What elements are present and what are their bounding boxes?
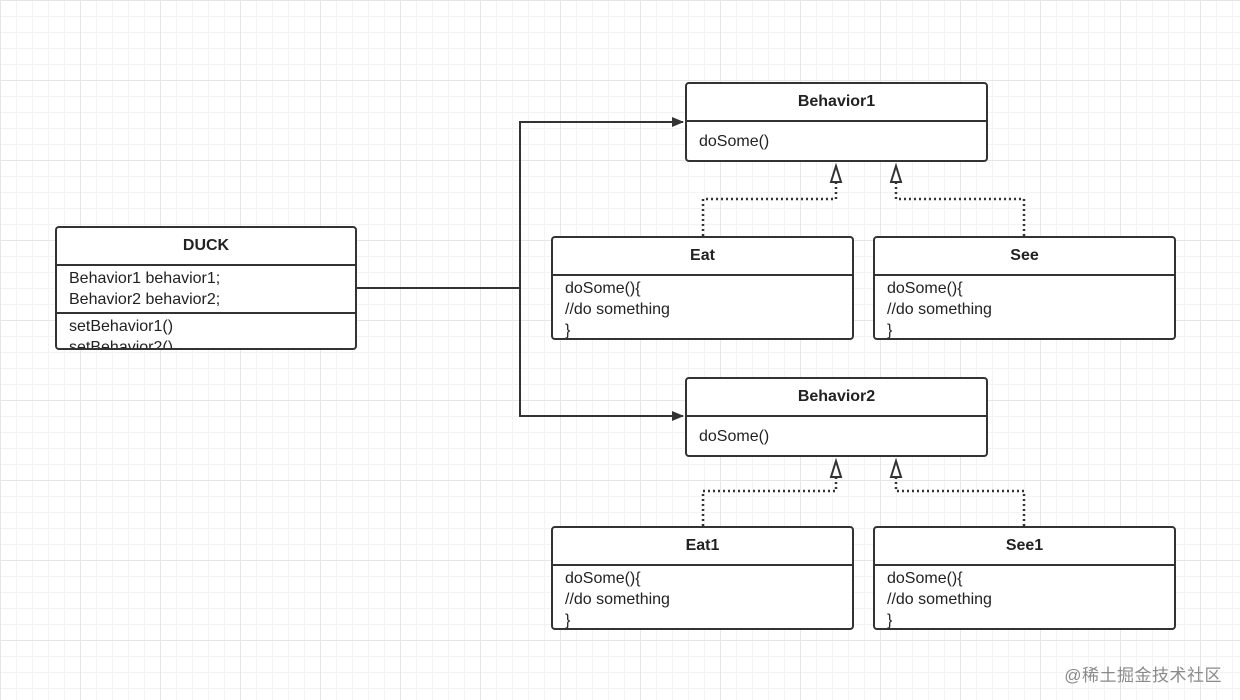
eat-body-line-3: }: [565, 322, 571, 339]
behavior2-name: Behavior2: [687, 379, 986, 417]
duck-methods: setBehavior1() setBehavior2(): [57, 312, 355, 350]
see1-body-line-1: doSome(){: [887, 570, 963, 587]
eat-body-line-1: doSome(){: [565, 280, 641, 297]
behavior2-interface-box[interactable]: Behavior2 doSome(): [685, 377, 988, 457]
behavior1-name: Behavior1: [687, 84, 986, 122]
realization-arrowhead-see1: [889, 457, 903, 478]
realization-line-see1: [894, 477, 1026, 526]
watermark: @稀土掘金技术社区: [1064, 666, 1222, 685]
realization-arrowhead-eat1: [829, 457, 843, 478]
association-arrow-behavior2: [519, 288, 684, 421]
behavior1-method-1: doSome(): [699, 132, 770, 150]
see1-class-name: See1: [875, 528, 1174, 566]
duck-class-box[interactable]: DUCK Behavior1 behavior1; Behavior2 beha…: [55, 226, 357, 350]
duck-attribute-2: Behavior2 behavior2;: [69, 291, 221, 308]
see1-body-line-3: }: [887, 612, 893, 629]
see-class-box[interactable]: See doSome(){ //do something }: [873, 236, 1176, 340]
behavior2-method-1: doSome(): [699, 427, 770, 445]
duck-attribute-1: Behavior1 behavior1;: [69, 270, 221, 287]
duck-method-2: setBehavior2(): [69, 339, 174, 350]
duck-attributes: Behavior1 behavior1; Behavior2 behavior2…: [57, 266, 355, 312]
eat1-body-line-3: }: [565, 612, 571, 629]
see-body-line-2: //do something: [887, 301, 992, 318]
eat-class-box[interactable]: Eat doSome(){ //do something }: [551, 236, 854, 340]
eat1-body-line-1: doSome(){: [565, 570, 641, 587]
see1-class-box[interactable]: See1 doSome(){ //do something }: [873, 526, 1176, 630]
eat-body-line-2: //do something: [565, 301, 670, 318]
eat1-class-name: Eat1: [553, 528, 852, 566]
realization-line-see: [894, 182, 1026, 236]
eat-body: doSome(){ //do something }: [553, 276, 852, 339]
eat1-body: doSome(){ //do something }: [553, 566, 852, 629]
see-body: doSome(){ //do something }: [875, 276, 1174, 339]
see-body-line-1: doSome(){: [887, 280, 963, 297]
realization-arrowhead-see: [889, 162, 903, 183]
see-class-name: See: [875, 238, 1174, 276]
realization-line-eat: [701, 182, 838, 236]
eat1-body-line-2: //do something: [565, 591, 670, 608]
behavior2-methods: doSome(): [687, 417, 986, 455]
see1-body: doSome(){ //do something }: [875, 566, 1174, 629]
realization-arrowhead-eat: [829, 162, 843, 183]
see1-body-line-2: //do something: [887, 591, 992, 608]
behavior1-methods: doSome(): [687, 122, 986, 160]
duck-class-name: DUCK: [57, 228, 355, 266]
eat-class-name: Eat: [553, 238, 852, 276]
realization-line-eat1: [701, 477, 838, 526]
see-body-line-3: }: [887, 322, 893, 339]
eat1-class-box[interactable]: Eat1 doSome(){ //do something }: [551, 526, 854, 630]
association-arrow-behavior1: [519, 117, 684, 288]
duck-method-1: setBehavior1(): [69, 318, 174, 335]
behavior1-interface-box[interactable]: Behavior1 doSome(): [685, 82, 988, 162]
